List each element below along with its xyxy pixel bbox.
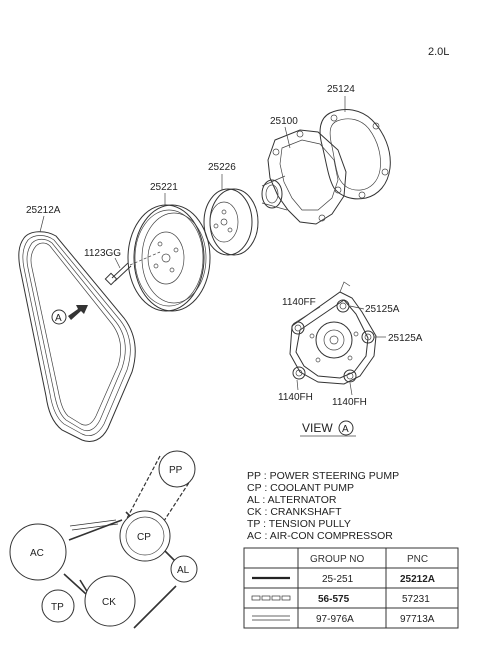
callout-leader-bolt bbox=[114, 257, 121, 269]
view-caption-circle bbox=[338, 420, 354, 436]
view-a-marker-letter: A bbox=[55, 313, 62, 324]
callout-leader-pump bbox=[284, 126, 291, 149]
legend-ck: CK : CRANKSHAFT bbox=[247, 506, 342, 518]
callout-25212A: 25212A bbox=[26, 205, 61, 216]
pulley-ac bbox=[9, 523, 67, 581]
pulley-bolt-drawing bbox=[104, 251, 161, 286]
table-header-pnc: PNC bbox=[407, 554, 428, 565]
engine-label: 2.0L bbox=[428, 46, 449, 58]
view-a-marker: A bbox=[51, 305, 88, 325]
pulley-ac-label: AC bbox=[30, 548, 44, 559]
table-row-1-pnc: 25212A bbox=[400, 574, 435, 585]
callout-leader-1140FH-2 bbox=[349, 382, 353, 396]
bolt-circle-4 bbox=[292, 366, 306, 380]
table-row-2-pnc: 57231 bbox=[402, 594, 430, 605]
water-pump-pulley-drawing bbox=[203, 188, 259, 256]
bolt-circle-3 bbox=[291, 321, 305, 335]
view-caption-letter: A bbox=[342, 424, 349, 435]
callout-25226: 25226 bbox=[208, 162, 236, 173]
table-row-1-group: 25-251 bbox=[322, 574, 354, 585]
view-caption-label: VIEW bbox=[302, 421, 333, 435]
callout-25100: 25100 bbox=[270, 116, 298, 127]
callout-1140FF: 1140FF bbox=[282, 297, 316, 308]
table-row-3-pnc: 97713A bbox=[400, 614, 435, 625]
legend-ac: AC : AIR-CON COMPRESSOR bbox=[247, 530, 393, 542]
pulley-pp-label: PP bbox=[169, 465, 183, 476]
callout-1140FH-2: 1140FH bbox=[332, 397, 367, 408]
water-pump-drawing bbox=[261, 129, 347, 225]
callout-25125A-1: 25125A bbox=[365, 304, 400, 315]
parts-table: GROUP NO PNC 25-251 25212A 56-575 57231 … bbox=[243, 547, 459, 629]
callout-leader-1140FF bbox=[295, 306, 321, 323]
line-style-double bbox=[252, 615, 290, 621]
callout-1123GG: 1123GG bbox=[84, 248, 121, 259]
pulley-al-label: AL bbox=[177, 565, 190, 576]
crank-pulley-drawing bbox=[127, 204, 211, 312]
callout-1140FH-1: 1140FH bbox=[278, 392, 313, 403]
pulley-pp bbox=[158, 450, 196, 488]
view-arrow-icon bbox=[68, 305, 88, 320]
legend-al: AL : ALTERNATOR bbox=[247, 494, 337, 506]
pulley-tp-label: TP bbox=[51, 602, 64, 613]
pulley-ck-label: CK bbox=[102, 597, 116, 608]
routing-diagram: PP CP AL CK TP AC bbox=[9, 450, 198, 629]
legend-cp: CP : COOLANT PUMP bbox=[247, 482, 354, 494]
table-row-3-group: 97-976A bbox=[316, 614, 354, 625]
pulley-tp bbox=[41, 589, 75, 623]
pulley-al bbox=[170, 555, 198, 583]
view-a-drawing bbox=[289, 281, 377, 385]
legend-tp: TP : TENSION PULLY bbox=[247, 518, 351, 530]
water-pump-gasket-drawing bbox=[319, 109, 391, 200]
callout-leader-25125A-1 bbox=[349, 305, 365, 310]
callout-leader-belt bbox=[39, 215, 45, 233]
callout-25221: 25221 bbox=[150, 182, 178, 193]
bolt-circle-5 bbox=[343, 369, 357, 383]
pulley-ck bbox=[84, 575, 136, 627]
bolt-circle-1 bbox=[336, 299, 350, 313]
drive-belt-drawing bbox=[18, 231, 136, 442]
line-style-dashed bbox=[251, 595, 291, 601]
callout-leader-1140FH-1 bbox=[296, 379, 299, 391]
legend-pp: PP : POWER STEERING PUMP bbox=[247, 470, 399, 482]
table-header-group-no: GROUP NO bbox=[310, 554, 364, 565]
table-row-2-group: 56-575 bbox=[318, 594, 350, 605]
callout-25125A-2: 25125A bbox=[388, 333, 423, 344]
pulley-cp bbox=[119, 510, 171, 562]
callout-25124: 25124 bbox=[327, 84, 355, 95]
pulley-cp-label: CP bbox=[137, 532, 151, 543]
